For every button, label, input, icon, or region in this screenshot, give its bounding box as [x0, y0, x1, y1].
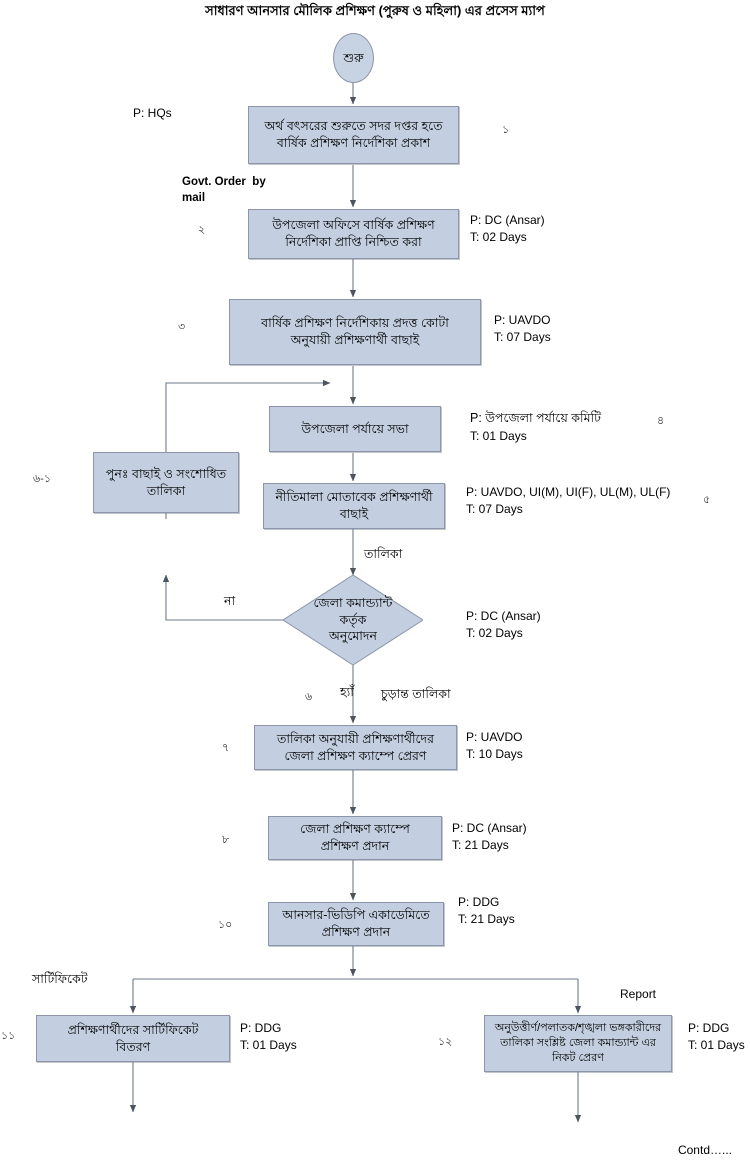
page-title: সাধারণ আনসার মৌলিক প্রশিক্ষণ (পুরুষ ও মহ…: [205, 3, 545, 18]
step-number-5: ৫: [703, 494, 711, 506]
annotation-step-10-pt: P: DDG T: 21 Days: [458, 895, 515, 926]
step-number-4: ৪: [657, 415, 665, 427]
step-number-7: ৭: [222, 742, 230, 754]
annotation-step-8-pt: P: DC (Ansar) T: 21 Days: [452, 821, 527, 852]
step-number-11: ১১: [1, 1030, 16, 1042]
step-number-12: ১২: [438, 1036, 453, 1048]
node-step-1[interactable]: অর্থ বৎসরের শুরুতে সদর দপ্তর হতে বার্ষিক…: [248, 106, 459, 164]
annotation-decision-pt: P: DC (Ansar) T: 02 Days: [466, 609, 541, 640]
annotation-step-4-t: T: 01 Days: [470, 429, 527, 443]
node-step-7[interactable]: তালিকা অনুযায়ী প্রশিক্ষণার্থীদের জেলা প…: [254, 725, 457, 770]
node-step-4[interactable]: উপজেলা পর্যায়ে সভা: [269, 406, 441, 452]
annotation-step-7-pt: P: UAVDO T: 10 Days: [466, 730, 523, 761]
node-step-3[interactable]: বার্ষিক প্রশিক্ষণ নির্দেশিকায় প্রদত্ত ক…: [229, 299, 481, 365]
annotation-step-3-pt: P: UAVDO T: 07 Days: [494, 313, 551, 344]
footer-continued-note: Contd…...: [677, 1143, 732, 1157]
edge-label-churanto-talika: চুড়ান্ত তালিকা: [381, 687, 451, 701]
edge-label-certificate: সার্টিফিকেট: [32, 972, 88, 986]
node-step-2[interactable]: উপজেলা অফিসে বার্ষিক প্রশিক্ষণ নির্দেশিক…: [248, 209, 459, 259]
node-start[interactable]: শুরু: [333, 33, 374, 83]
step-number-6: ৬: [305, 691, 313, 703]
annotation-govt-order: Govt. Order by mail: [182, 176, 266, 205]
step-number-1: ১: [502, 124, 510, 136]
node-step-8[interactable]: জেলা প্রশিক্ষণ ক্যাম্পে প্রশিক্ষণ প্রদান: [268, 816, 442, 860]
node-decision-label: জেলা কমান্ড্যান্ট কর্তৃক অনুমোদন: [313, 596, 393, 644]
node-decision-approval[interactable]: জেলা কমান্ড্যান্ট কর্তৃক অনুমোদন: [283, 575, 423, 665]
annotation-p-hqs: P: HQs: [133, 106, 172, 120]
step-number-3: ৩: [178, 321, 186, 333]
annotation-step-11-pt: P: DDG T: 01 Days: [240, 1021, 297, 1052]
edge-label-talika: তালিকা: [364, 547, 403, 561]
edge-label-report: Report: [620, 987, 657, 1001]
step-number-10: ১০: [218, 919, 233, 931]
step-number-6-1: ৬-১: [33, 473, 51, 485]
node-step-12[interactable]: অনুউত্তীর্ণ/পলাতক/শৃঙ্খলা ভঙ্গকারীদের তা…: [484, 1015, 672, 1072]
step-number-2: ২: [198, 224, 206, 236]
annotation-step-12-pt: P: DDG T: 01 Days: [688, 1021, 745, 1052]
node-start-label: শুরু: [343, 50, 364, 65]
node-rework[interactable]: পুনঃ বাছাই ও সংশোধিত তালিকা: [93, 452, 239, 513]
edge-label-na: না: [224, 594, 236, 608]
node-step-10[interactable]: আনসার-ভিডিপি একাডেমিতে প্রশিক্ষণ প্রদান: [268, 902, 444, 946]
edge-label-ha: হ্যাঁ: [340, 685, 354, 699]
annotation-step-5-pt: P: UAVDO, UI(M), UI(F), UL(M), UL(F) T: …: [466, 485, 671, 516]
node-step-5[interactable]: নীতিমালা মোতাবেক প্রশিক্ষণার্থী বাছাই: [263, 483, 445, 529]
annotation-step-2-pt: P: DC (Ansar) T: 02 Days: [470, 213, 545, 244]
diamond-shape: [283, 575, 423, 665]
annotation-step-4-p: P: উপজেলা পর্যায়ে কমিটি: [470, 411, 601, 425]
step-number-8: ৮: [222, 834, 230, 846]
node-step-11[interactable]: প্রশিক্ষণার্থীদের সার্টিফিকেট বিতরণ: [36, 1015, 230, 1062]
